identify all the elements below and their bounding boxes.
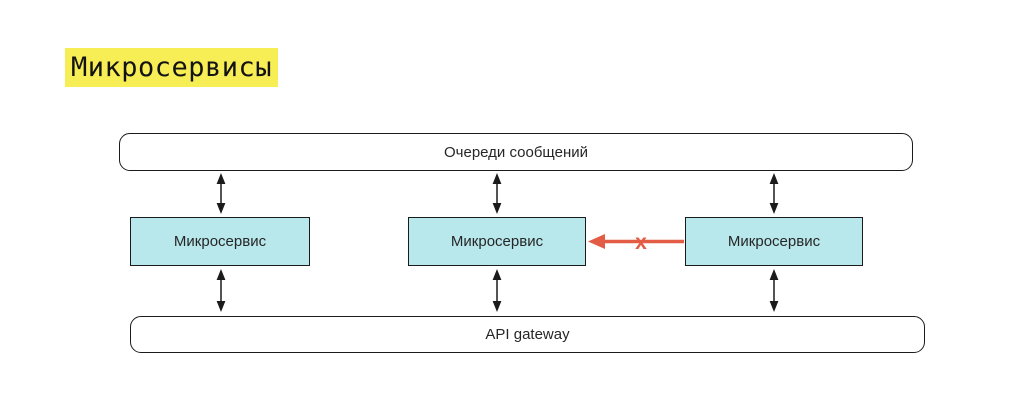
page-title-highlight: Микросервисы [65, 48, 279, 87]
double-arrow-service-1-gateway [216, 269, 226, 312]
microservice-box-2: Микросервис [408, 217, 586, 266]
api-gateway-box: API gateway [130, 316, 925, 353]
double-arrow-queue-service-1 [216, 173, 226, 214]
microservice-label: Микросервис [173, 233, 267, 250]
message-queue-label: Очереди сообщений [444, 143, 588, 161]
double-arrow-service-3-gateway [769, 269, 779, 312]
microservice-box-1: Микросервис [130, 217, 310, 266]
microservice-label: Микросервис [450, 233, 544, 250]
microservice-label: Микросервис [727, 233, 821, 250]
double-arrow-queue-service-3 [769, 173, 779, 214]
failed-call-arrow: x [588, 231, 684, 254]
double-arrow-service-2-gateway [492, 269, 502, 312]
page-title: Микросервисы [71, 52, 273, 83]
message-queue-box: Очереди сообщений [119, 133, 913, 171]
api-gateway-label: API gateway [485, 326, 570, 343]
double-arrow-queue-service-2 [492, 173, 502, 214]
microservice-box-3: Микросервис [685, 217, 863, 266]
failed-call-x-marker: x [635, 231, 647, 254]
